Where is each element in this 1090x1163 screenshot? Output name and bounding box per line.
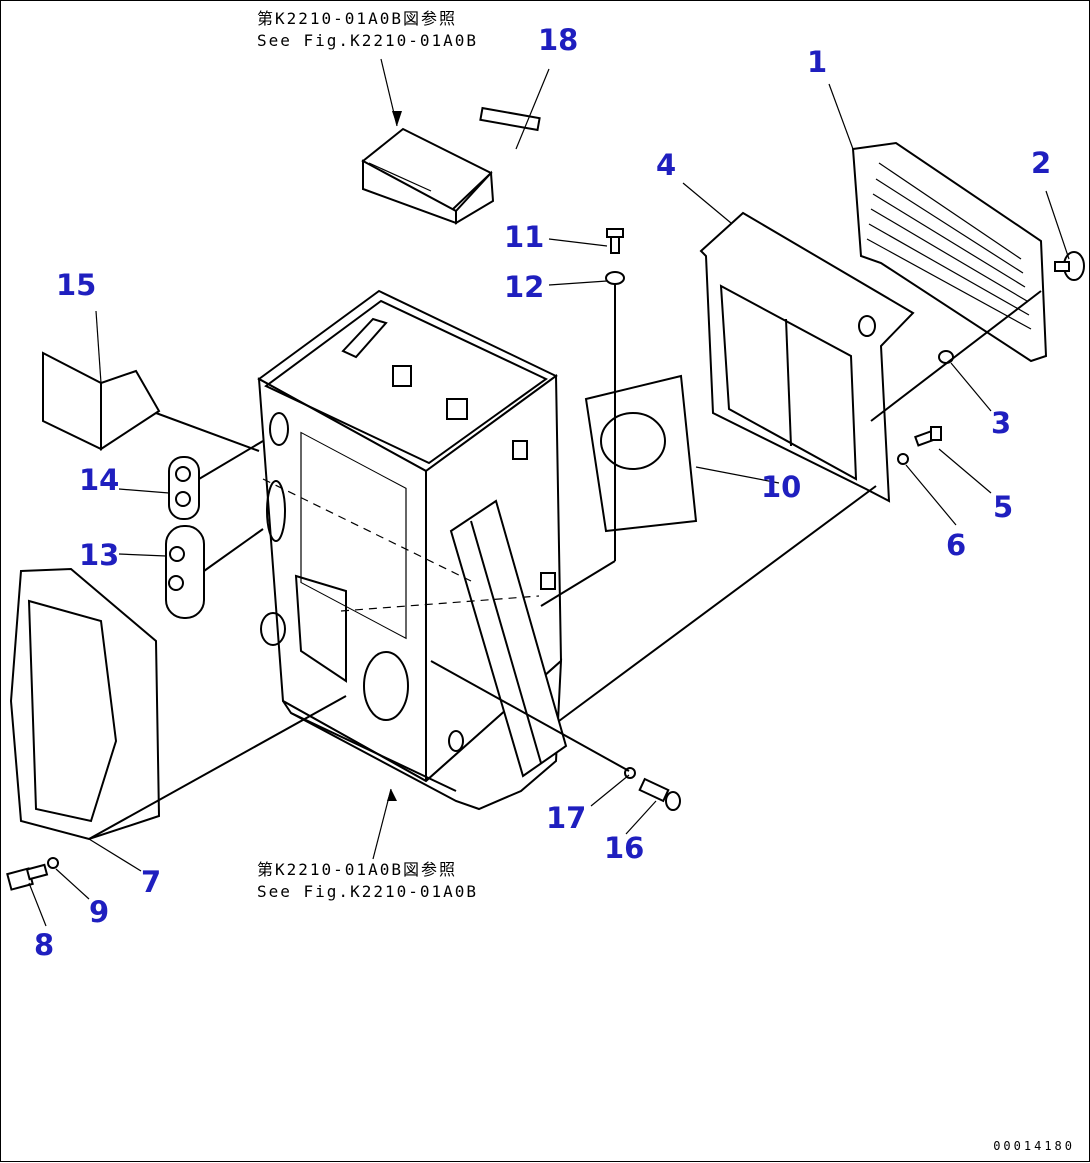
nut-3: [938, 350, 954, 364]
callout-16: 16: [604, 831, 645, 865]
plate: [584, 374, 698, 533]
main-frame: [257, 289, 568, 811]
callout-10: 10: [761, 470, 802, 504]
reference-note-bottom-jp: 第K2210-01A0B図参照: [257, 860, 457, 879]
box-unit: [361, 106, 541, 225]
bolt-5: [914, 426, 942, 447]
washer-9: [47, 857, 59, 869]
reference-note-bottom: 第K2210-01A0B図参照 See Fig.K2210-01A0B: [257, 859, 478, 903]
frame-panel: [699, 211, 915, 503]
bolt-11: [605, 228, 625, 561]
arrowhead-bottom: [387, 789, 397, 801]
bolt-8: [6, 863, 49, 891]
grommet-13: [165, 525, 205, 619]
callout-9: 9: [89, 895, 110, 929]
knob: [1054, 251, 1085, 281]
grille-panel: [851, 141, 1048, 363]
grommet-14: [168, 456, 200, 520]
callout-6: 6: [946, 528, 967, 562]
arrowhead-top: [392, 111, 402, 126]
bracket: [42, 351, 161, 451]
callout-14: 14: [79, 463, 120, 497]
callout-15: 15: [56, 268, 97, 302]
hidden-lines: [262, 478, 540, 612]
callout-2: 2: [1031, 146, 1052, 180]
callout-11: 11: [504, 220, 545, 254]
reference-note-bottom-en: See Fig.K2210-01A0B: [257, 882, 479, 901]
callout-13: 13: [79, 538, 120, 572]
callout-8: 8: [34, 928, 55, 962]
assembly-lines: [88, 290, 1042, 840]
reference-note-top-jp: 第K2210-01A0B図参照: [257, 9, 457, 28]
reference-note-top: 第K2210-01A0B図参照 See Fig.K2210-01A0B: [257, 8, 478, 52]
callout-1: 1: [807, 45, 828, 79]
washer-6: [897, 453, 909, 465]
callout-3: 3: [991, 406, 1012, 440]
callout-12: 12: [504, 270, 545, 304]
callout-17: 17: [546, 801, 587, 835]
bolt-16: [638, 777, 681, 811]
cover: [9, 567, 161, 841]
callout-18: 18: [538, 23, 579, 57]
callout-7: 7: [141, 865, 162, 899]
callout-4: 4: [656, 148, 677, 182]
callout-5: 5: [993, 490, 1014, 524]
drawing-code: 00014180: [993, 1139, 1075, 1153]
reference-note-top-en: See Fig.K2210-01A0B: [257, 31, 479, 50]
